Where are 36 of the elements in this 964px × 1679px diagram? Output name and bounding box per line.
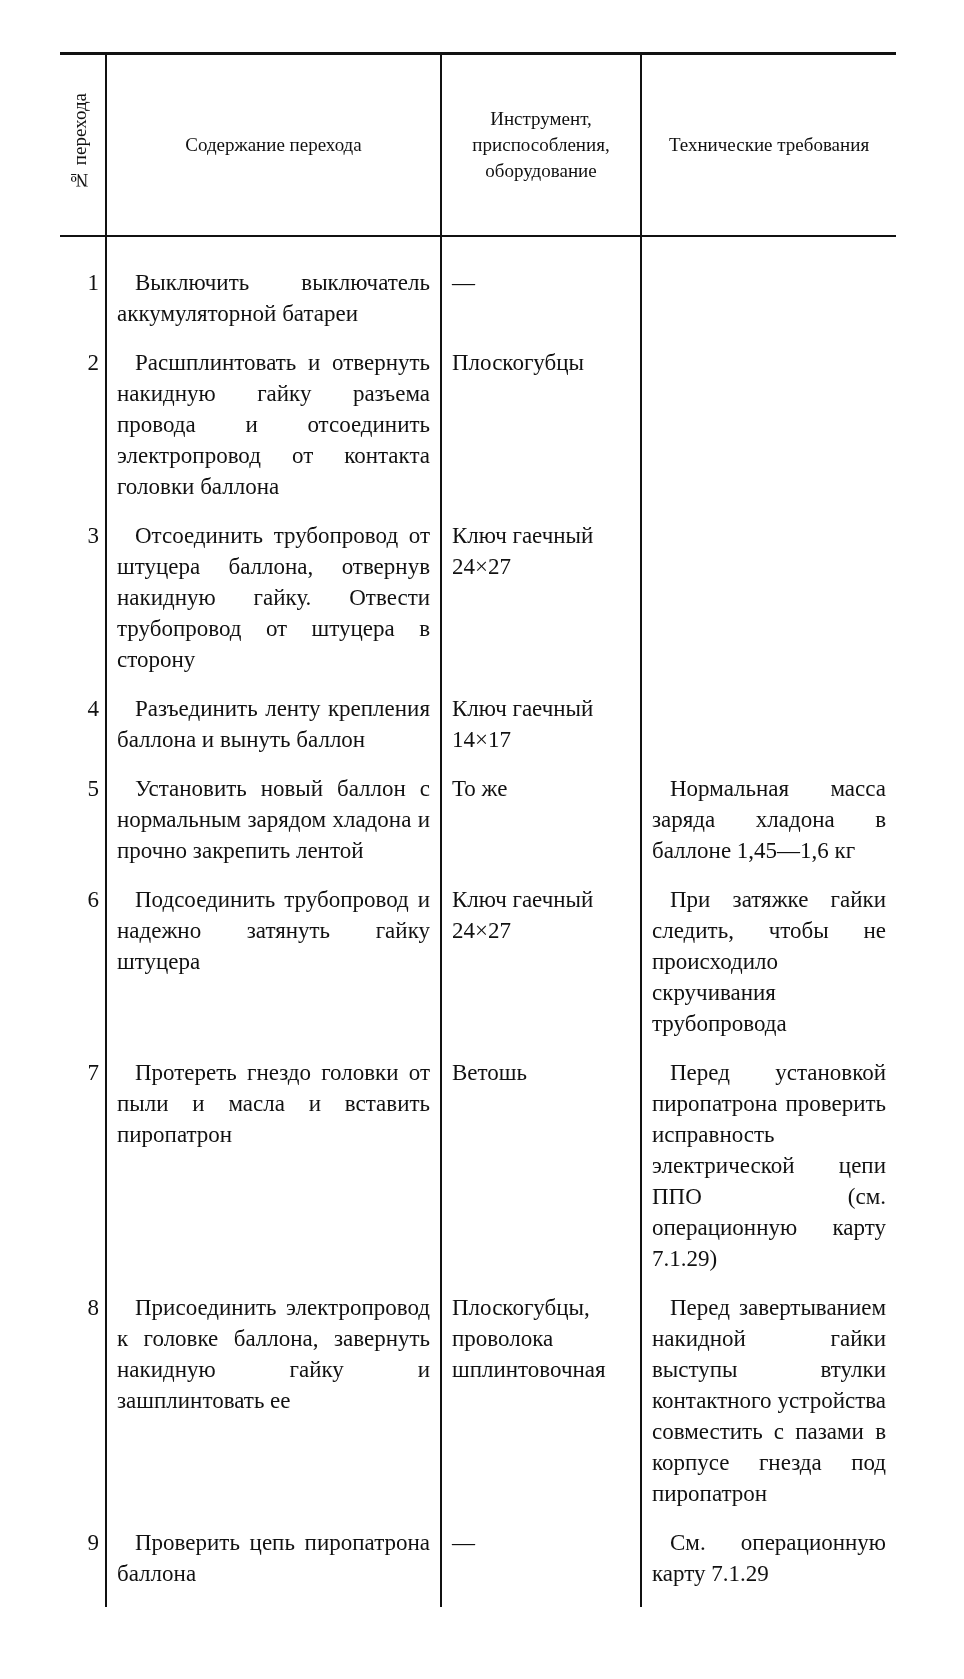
step-number: 7 (86, 1059, 99, 1087)
step-number: 8 (86, 1294, 99, 1322)
tool-text: Ветошь (452, 1059, 528, 1087)
column-header: Инструмент, приспособления, оборудование (471, 107, 611, 183)
step-description: Установить новый баллон с нормальным зарядом хладона и прочно закрепить лентой (117, 775, 430, 865)
tool-text: Ключ гаечный 14×17 (452, 695, 595, 754)
step-description: Разъединить ленту крепления баллона и вынуть баллон (117, 695, 430, 754)
column-header: Содержание перехода (184, 133, 363, 157)
step-description: Присоединить электропровод к головке баллона, завернуть накидную гайку и зашплинтовать ее (117, 1294, 430, 1415)
step-description: Отсоединить трубопровод от штуцера баллона, отвернув накидную гайку. Отвести трубопровод от штуцера в сторону (117, 522, 430, 674)
tool-text: Плоскогубцы (452, 349, 585, 377)
step-description: Протереть гнездо головки от пыли и масла и вставить пиропатрон (117, 1059, 430, 1149)
step-number: 3 (86, 522, 99, 550)
tool-text: Плоскогубцы, проволока шплинтовочная (452, 1294, 607, 1384)
step-description: Подсоединить трубопровод и надежно затянуть гайку штуцера (117, 886, 430, 976)
step-number: 9 (86, 1529, 99, 1557)
requirement-text: Нормальная масса заряда хладона в баллоне 1,45—1,6 кг (652, 775, 886, 865)
step-number: 6 (86, 886, 99, 914)
requirement-text: Перед установкой пиропатрона проверить исправность электрической цепи ППО (см. операционную карту 7.1.29) (652, 1059, 886, 1273)
tool-text: — (452, 1529, 476, 1557)
step-description: Выключить выключатель аккумуляторной батареи (117, 269, 430, 328)
requirement-text: При затяжке гайки следить, чтобы не происходило скручивания трубопровода (652, 886, 886, 1038)
tool-text: То же (452, 775, 509, 803)
column-header: № перехода (67, 92, 91, 191)
requirement-text: См. операционную карту 7.1.29 (652, 1529, 886, 1588)
tool-text: — (452, 269, 476, 297)
step-number: 2 (86, 349, 99, 377)
tool-text: Ключ гаечный 24×27 (452, 886, 595, 945)
requirement-text: Перед завертыванием накидной гайки выступы втулки контактного устройства совместить с пазами в корпусе гнезда под пиропатрон (652, 1294, 886, 1508)
step-description: Расшплинтовать и отвернуть накидную гайку разъема провода и отсоединить электропровод от контакта головки баллона (117, 349, 430, 501)
tool-text: Ключ гаечный 24×27 (452, 522, 595, 581)
step-description: Проверить цепь пиропатрона баллона (117, 1529, 430, 1588)
step-number: 1 (86, 269, 99, 297)
step-number: 5 (86, 775, 99, 803)
step-number: 4 (86, 695, 99, 723)
column-header: Технические требования (667, 133, 871, 157)
